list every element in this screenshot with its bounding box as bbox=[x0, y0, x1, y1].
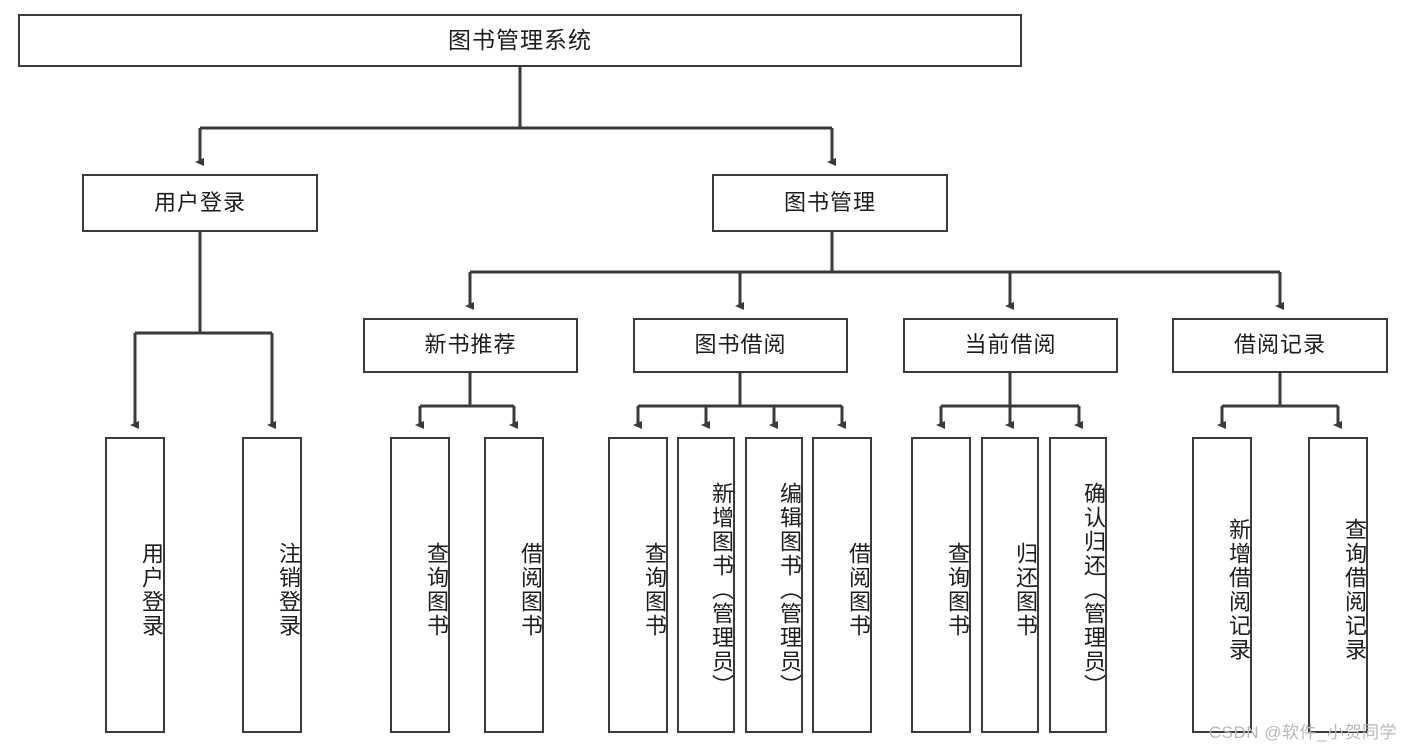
node-current-borrow[interactable]: 当前借阅 bbox=[903, 318, 1118, 373]
node-label: 查询图书 bbox=[424, 542, 449, 638]
leaf-borrow-record-query-record[interactable]: 查询借阅记录 bbox=[1308, 437, 1368, 733]
node-label: 新增图书（管理员） bbox=[709, 482, 734, 698]
leaf-user-login-logout[interactable]: 注销登录 bbox=[242, 437, 302, 733]
node-label: 新增借阅记录 bbox=[1226, 518, 1251, 662]
node-label: 确认归还（管理员） bbox=[1081, 482, 1106, 698]
leaf-book-borrow-add-book-admin[interactable]: 新增图书（管理员） bbox=[677, 437, 735, 733]
node-label: 查询借阅记录 bbox=[1342, 518, 1367, 662]
leaf-current-borrow-return-books[interactable]: 归还图书 bbox=[981, 437, 1039, 733]
csdn-watermark: CSDN @软件_小贺同学 bbox=[1208, 723, 1397, 742]
leaf-book-borrow-borrow-books[interactable]: 借阅图书 bbox=[812, 437, 872, 733]
node-label: 用户登录 bbox=[139, 542, 164, 638]
node-label: 查询图书 bbox=[945, 542, 970, 638]
leaf-current-borrow-confirm-return-admin[interactable]: 确认归还（管理员） bbox=[1049, 437, 1107, 733]
leaf-book-borrow-edit-book-admin[interactable]: 编辑图书（管理员） bbox=[745, 437, 803, 733]
node-label: 借阅记录 bbox=[1233, 332, 1326, 358]
node-user-login[interactable]: 用户登录 bbox=[82, 174, 318, 232]
leaf-current-borrow-query-books[interactable]: 查询图书 bbox=[911, 437, 971, 733]
node-label: 新书推荐 bbox=[424, 332, 517, 358]
node-label: 图书管理系统 bbox=[448, 26, 592, 53]
node-label: 借阅图书 bbox=[518, 542, 543, 638]
node-label: 归还图书 bbox=[1013, 542, 1038, 638]
node-label: 当前借阅 bbox=[964, 332, 1057, 358]
node-label: 图书管理 bbox=[783, 189, 876, 215]
node-book-borrow[interactable]: 图书借阅 bbox=[633, 318, 848, 373]
node-borrow-record[interactable]: 借阅记录 bbox=[1172, 318, 1388, 373]
node-label: 用户登录 bbox=[153, 189, 246, 215]
node-label: 图书借阅 bbox=[694, 332, 787, 358]
leaf-user-login-login[interactable]: 用户登录 bbox=[105, 437, 165, 733]
node-label: 注销登录 bbox=[276, 542, 301, 638]
leaf-borrow-record-add-record[interactable]: 新增借阅记录 bbox=[1192, 437, 1252, 733]
leaf-new-book-query-books[interactable]: 查询图书 bbox=[390, 437, 450, 733]
node-book-management[interactable]: 图书管理 bbox=[712, 174, 948, 232]
node-new-book-recommend[interactable]: 新书推荐 bbox=[363, 318, 578, 373]
node-root-book-management-system[interactable]: 图书管理系统 bbox=[18, 14, 1022, 67]
leaf-new-book-borrow-books[interactable]: 借阅图书 bbox=[484, 437, 544, 733]
leaf-book-borrow-query-books[interactable]: 查询图书 bbox=[608, 437, 668, 733]
node-label: 查询图书 bbox=[642, 542, 667, 638]
node-label: 编辑图书（管理员） bbox=[777, 482, 802, 698]
node-label: 借阅图书 bbox=[846, 542, 871, 638]
